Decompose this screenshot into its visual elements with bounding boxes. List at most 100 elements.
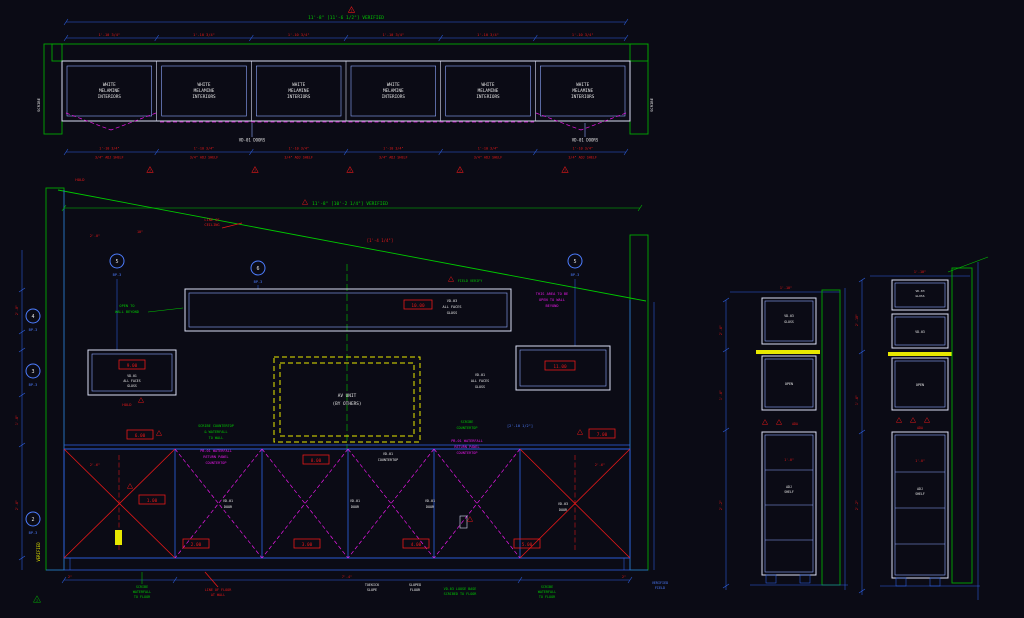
- item-tag-11: 11.00: [553, 364, 567, 370]
- item-tag-3: 3.00: [302, 542, 313, 548]
- adj-shelf-label: 3/4" ADJ SHELF: [568, 156, 597, 160]
- doors-tag: VD-01 DOORS: [572, 138, 599, 143]
- ct-label-line: COUNTERTOP: [378, 458, 398, 462]
- section-label-line: GLOSS: [784, 320, 794, 324]
- cabinet-foot: [765, 574, 777, 584]
- door-tag-line: DOOR: [224, 505, 233, 509]
- delta-marker-icon: [138, 397, 144, 403]
- bubble-label: BP-3: [29, 328, 38, 332]
- delta-marker-icon: [762, 419, 768, 425]
- dim-note: 1'-6": [855, 395, 859, 405]
- scribe-note-left: SCRIBE: [36, 97, 41, 111]
- cab-label-line: WHITE: [482, 82, 495, 88]
- ct-note-line: RETURN PANEL: [203, 455, 228, 459]
- item-tag-1: 1.00: [147, 498, 158, 504]
- av-unit: AV UNIT (BY OTHERS): [273, 356, 421, 443]
- item-tag-2: 2.00: [191, 542, 202, 548]
- bubble-label: BP-3: [113, 273, 122, 277]
- cab-label-line: WHITE: [103, 82, 116, 88]
- section-label-line: VD-03: [784, 314, 794, 318]
- cab-label-line: WHITE: [576, 82, 589, 88]
- bubble-number: 6: [256, 266, 259, 272]
- delta-number: 2: [149, 168, 151, 172]
- ct-note-line: PB-01 WATERFALL: [200, 449, 232, 453]
- adj-shelf-label: 3/4" ADJ SHELF: [474, 156, 503, 160]
- section-label-line: GLOSS: [915, 294, 924, 298]
- item-tag-box: [403, 299, 433, 310]
- ct-note-line: COUNTERTOP: [456, 451, 477, 455]
- bubble-number: 4: [31, 314, 34, 320]
- field-verify-note: FIELD VERIFY: [458, 279, 483, 283]
- scribe-note-right: SCRIBE: [649, 97, 654, 111]
- cabinet-foot: [895, 577, 907, 587]
- open-note-line: OPEN TO WALL: [539, 298, 565, 302]
- door-tag-line: VD-01: [223, 499, 233, 503]
- cabinet-foot: [929, 577, 941, 587]
- open-note-line: BEYOND: [546, 304, 559, 308]
- item-tag-box: [126, 429, 154, 440]
- note-line: VERIFIED: [652, 581, 668, 585]
- dim-note: 2'-6": [719, 325, 723, 335]
- dim-note: 2'-6": [15, 500, 19, 510]
- door-tag-line: VD-01: [350, 499, 360, 503]
- bottom-dimension: 2" 2" 7'-4": [61, 575, 633, 584]
- section-label-line: ADJ: [917, 487, 923, 491]
- cab-label-line: MELAMINE: [288, 88, 309, 94]
- finish-label-line: GLOSS: [475, 385, 485, 389]
- door-tag-line: VD-03: [558, 502, 568, 506]
- ct-note-line: & WATERFALL: [204, 430, 227, 434]
- delta-marker-icon: [156, 430, 162, 436]
- verified-note: VERIFIED: [36, 542, 41, 562]
- ct-note-line: TO WALL: [209, 436, 224, 440]
- dim-note: 2": [622, 575, 626, 579]
- section-label-line: VD-03: [915, 330, 925, 334]
- ct-note-line: COUNTERTOP: [205, 461, 226, 465]
- cell-dim: 1'-10 3/4": [288, 33, 310, 37]
- dim-note: 2": [68, 575, 72, 579]
- mid-finish-label: VD-01 ALL FACES GLOSS: [471, 373, 489, 389]
- upper-top-dimensions: 11'-8" [11'-6 1/2"] VERIFIED 2 1'-10 3/4…: [63, 6, 629, 42]
- cabinet-door: [161, 65, 247, 117]
- item-tag-7: 7.00: [597, 432, 608, 438]
- item-tag-box: [588, 428, 616, 439]
- cabinet-door: [350, 65, 436, 117]
- dim-note: 7'-4": [342, 575, 352, 579]
- ct-note-line: SCRIBE COUNTERTOP: [198, 424, 234, 428]
- main-top-dimension: 11'-8" [10'-2 1/4"] VERIFIED: [61, 199, 643, 212]
- delta-marker-icon: [448, 276, 454, 282]
- finish-label-line: ALL FACES: [471, 379, 489, 383]
- door-tag-line: DOOR: [559, 508, 568, 512]
- dim-note: 2'-2": [855, 500, 859, 510]
- bottom-notes: SCRIBE WATERFALL TO FLOOR LINE OF FLOOR …: [133, 571, 668, 599]
- note-line: FIELD: [655, 586, 665, 590]
- cab-label-line: MELAMINE: [194, 88, 215, 94]
- adj-shelf-label: 3/4" ADJ SHELF: [95, 156, 124, 160]
- item-tag-box: [513, 538, 541, 549]
- cell-dim: 1'-10 3/4": [193, 33, 215, 37]
- dim-note: 2'-10": [855, 314, 859, 326]
- open-to-wall-left: OPEN TO WALL BEYOND: [115, 304, 184, 314]
- note-line: SCRIBED TO FLOOR: [444, 592, 478, 596]
- doors-tag: VD-01 DOORS: [239, 138, 266, 143]
- delta-marker-icon: [776, 419, 782, 425]
- cell-dim: 1'-10 3/4": [572, 33, 594, 37]
- finish-label-line: VD-01: [127, 374, 137, 378]
- item-tag-10: 10.00: [411, 303, 425, 309]
- cab-label-line: WHITE: [198, 82, 211, 88]
- door-tag-line: DOOR: [426, 505, 435, 509]
- item-tag-box: [402, 538, 430, 549]
- grommet-marker: [115, 530, 122, 545]
- delta-number: 2: [459, 168, 461, 172]
- cab-label-line: INTERIORS: [192, 94, 216, 100]
- dim-note: 2'-0": [90, 234, 100, 238]
- cell-dim: 1'-10 3/4": [98, 33, 120, 37]
- bubble-number: 3: [31, 369, 34, 375]
- note-line: AT WALL: [211, 593, 225, 597]
- note-line: SCRIBE: [541, 585, 553, 589]
- note-line: SLOPED: [409, 583, 421, 587]
- mid-right-cabinet: 11.00: [515, 345, 611, 391]
- cell-dim: 1'-10 3/4": [477, 33, 499, 37]
- cell-dim: 1'-10 3/4": [572, 147, 592, 151]
